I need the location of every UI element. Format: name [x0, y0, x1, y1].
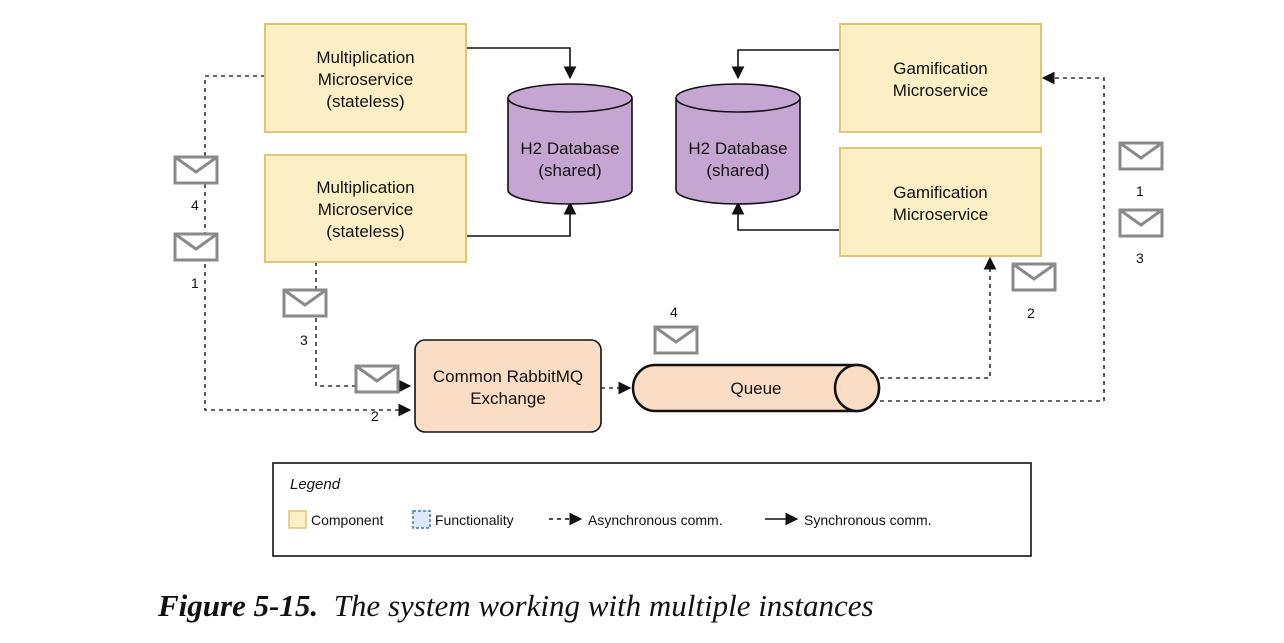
exchange-line-1: Common RabbitMQ — [433, 367, 583, 386]
message-number: 2 — [1027, 305, 1035, 321]
envelope-icon — [173, 155, 219, 185]
sync-link-gam1-to-db2 — [731, 49, 840, 80]
legend-async-label: Asynchronous comm. — [588, 512, 723, 528]
async-link-queue-to-gam2 — [880, 256, 997, 379]
envelope-icon — [173, 232, 219, 262]
async-link-queue-to-gam1 — [880, 71, 1105, 402]
envelope-icon — [1011, 262, 1057, 292]
envelope-icon — [1118, 208, 1164, 238]
gam1-line-1: Gamification — [893, 59, 987, 78]
legend-functionality-swatch — [412, 510, 431, 529]
message-number: 1 — [191, 275, 199, 291]
envelope-icon — [354, 364, 400, 394]
db1-line-2: (shared) — [538, 161, 601, 180]
mult2-line-2: Microservice — [318, 200, 413, 219]
gamification-microservice-1: Gamification Microservice — [839, 23, 1042, 133]
mult2-line-1: Multiplication — [316, 178, 414, 197]
db2-line-2: (shared) — [706, 161, 769, 180]
figure-number: Figure 5-15. — [158, 588, 319, 623]
legend-sync-label: Synchronous comm. — [804, 512, 932, 528]
mult1-line-2: Microservice — [318, 70, 413, 89]
legend-title: Legend — [290, 476, 341, 493]
envelope-icon — [1118, 141, 1164, 171]
gamification-microservice-2: Gamification Microservice — [839, 147, 1042, 257]
multiplication-microservice-1: Multiplication Microservice (stateless) — [264, 23, 467, 133]
h2-database-1: H2 Database (shared) — [507, 83, 633, 205]
mult1-line-3: (stateless) — [326, 92, 404, 111]
message-number: 1 — [1136, 183, 1144, 199]
mult1-line-1: Multiplication — [316, 48, 414, 67]
legend-component-swatch — [288, 510, 307, 529]
gam1-line-2: Microservice — [893, 81, 988, 100]
sync-links — [466, 47, 840, 237]
multiplication-microservice-2: Multiplication Microservice (stateless) — [264, 154, 467, 263]
figure-caption: Figure 5-15. The system working with mul… — [158, 588, 1258, 624]
queue-label: Queue — [730, 379, 781, 398]
envelope-icon — [653, 325, 699, 355]
h2-database-2: H2 Database (shared) — [675, 83, 801, 205]
db2-line-1: H2 Database — [688, 139, 787, 158]
rabbitmq-exchange: Common RabbitMQ Exchange — [414, 339, 602, 433]
envelope-icon — [282, 288, 328, 318]
sync-link-mult1-to-db1 — [466, 47, 577, 80]
message-number: 4 — [670, 304, 678, 320]
gam2-line-1: Gamification — [893, 183, 987, 202]
message-number: 3 — [1136, 250, 1144, 266]
db1-line-1: H2 Database — [520, 139, 619, 158]
message-number: 2 — [371, 408, 379, 424]
sync-link-gam2-to-db2 — [731, 201, 840, 231]
legend-component-label: Component — [311, 512, 383, 528]
gam2-line-2: Microservice — [893, 205, 988, 224]
legend: Legend Component Functionality Asynchron… — [272, 462, 1032, 557]
message-number: 4 — [191, 197, 199, 213]
queue: Queue — [631, 363, 881, 413]
exchange-line-2: Exchange — [470, 389, 546, 408]
mult2-line-3: (stateless) — [326, 222, 404, 241]
sync-link-mult2-to-db1 — [466, 201, 577, 237]
legend-functionality-label: Functionality — [435, 512, 514, 528]
message-number: 3 — [300, 332, 308, 348]
figure-caption-text: The system working with multiple instanc… — [333, 588, 874, 623]
